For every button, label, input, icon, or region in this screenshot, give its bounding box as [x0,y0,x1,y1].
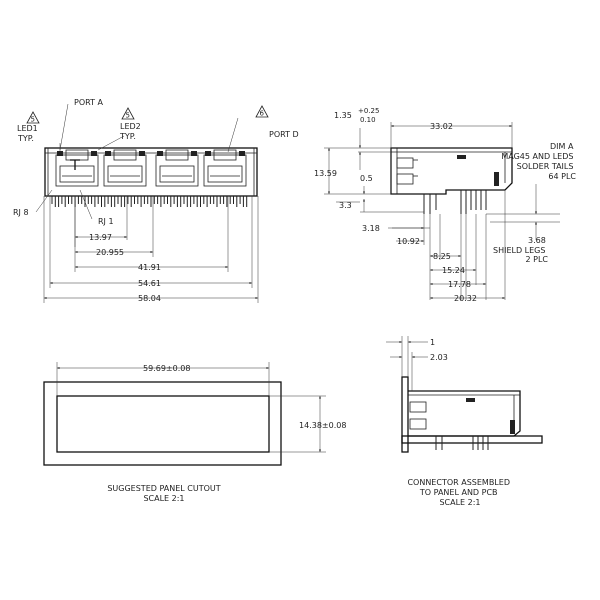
panel-cutout-view: 59.69±0.08 14.38±0.08 SUGGESTED PANEL CU… [43,362,346,503]
port-b [103,149,147,187]
port-d [203,149,247,187]
shield-legs-note: SHIELD LEGS 2 PLC [493,246,548,264]
dim-0-5: 0.5 [360,174,373,183]
dim-13-97: 13.97 [89,233,112,242]
dim-1-35-tol-minus: 0.10 [360,116,376,124]
note-6: 6 [260,110,265,118]
note-5a: 5 [31,116,35,124]
assembly-caption: CONNECTOR ASSEMBLED TO PANEL AND PCB SCA… [407,478,512,507]
pin-one-marker [70,159,80,170]
note-triangle [26,111,40,124]
label-led2-typ: TYP. [119,132,136,141]
label-led1-typ: TYP. [17,134,34,143]
dim-17-78: 17.78 [448,280,471,289]
label-port-a: PORT A [74,98,104,107]
front-solder-pins [51,196,248,207]
dim-2-03: 2.03 [430,353,448,362]
dim-20-955: 20.955 [96,248,124,257]
note-5b: 5 [126,112,130,120]
dim-1-35: 1.35 [334,111,352,120]
dim-54-61: 54.61 [138,279,161,288]
label-led1: LED1 [17,124,38,133]
side-view: 33.02 1.35 +0.25 0.10 13.59 0.5 3.3 3.18… [314,107,576,303]
port-c [155,149,199,187]
cutout-scale: SCALE 2:1 [143,494,184,503]
label-rj1: RJ 1 [98,217,114,226]
dim-33-02: 33.02 [430,122,453,131]
dim-13-59: 13.59 [314,169,337,178]
dim-8-25: 8.25 [433,252,451,261]
dim-1: 1 [430,338,435,347]
dim-14-38: 14.38±0.08 [299,421,346,430]
led-indicator [57,151,63,156]
assembly-panel [401,376,409,453]
led-indicator [91,151,97,156]
front-view: 5 5 6 PORT A PORT D LED1 TYP. LED2 TYP. … [13,98,299,303]
port-a [55,149,99,187]
label-rj8: RJ 8 [13,208,29,217]
dim-59-69: 59.69±0.08 [143,364,190,373]
cutout-title: SUGGESTED PANEL CUTOUT [107,484,220,493]
dim-a-note: DIM A MAG45 AND LEDS SOLDER TAILS 64 PLC [501,142,576,181]
dim-58-04: 58.04 [138,294,161,303]
dim-10-92: 10.92 [397,237,420,246]
label-port-d: PORT D [269,130,299,139]
panel-outer [43,381,282,466]
dim-3-18: 3.18 [362,224,380,233]
side-housing-outline [390,147,513,195]
dim-20-32: 20.32 [454,294,477,303]
dim-1-35-tol-plus: +0.25 [358,107,379,115]
assembly-pcb [401,435,543,444]
panel-cutout [56,395,270,453]
dim-15-24: 15.24 [442,266,465,275]
note-triangle [121,107,135,120]
dim-41-91: 41.91 [138,263,161,272]
dim-3-3: 3.3 [339,201,352,210]
assembly-connector [408,390,521,437]
note-triangle [255,105,269,118]
assembly-view: 1 2.03 CONNECTOR ASSEMBLED TO PANEL AND … [386,336,543,507]
label-led2: LED2 [120,122,141,131]
dim-3-68: 3.68 [528,236,546,245]
